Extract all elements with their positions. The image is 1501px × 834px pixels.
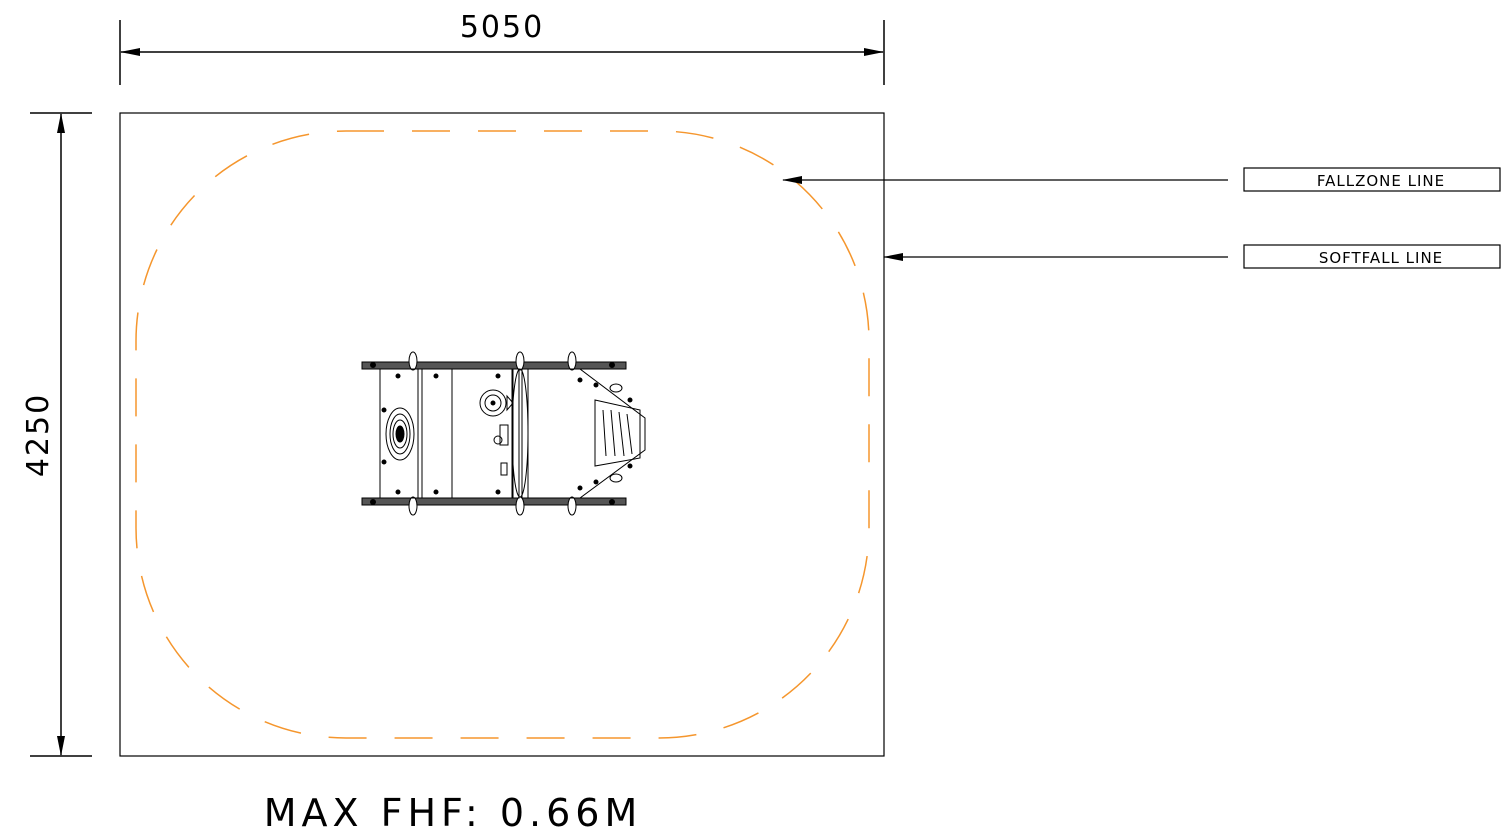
fallzone-label: FALLZONE LINE <box>1317 172 1445 190</box>
right-panel <box>528 368 646 499</box>
bottom-rail <box>361 497 627 506</box>
dial-icon <box>479 389 507 417</box>
softfall-label-box <box>1243 244 1501 269</box>
divider-bars <box>511 368 529 499</box>
rail-clamps <box>370 351 615 516</box>
height-dimension: 4250 <box>21 112 92 757</box>
softfall-callout: SOFTFALL LINE <box>883 244 1501 269</box>
top-rail <box>361 361 627 370</box>
height-label: 4250 <box>21 393 56 477</box>
softfall-boundary <box>119 112 885 757</box>
softfall-label: SOFTFALL LINE <box>1319 249 1443 267</box>
fallzone-callout: FALLZONE LINE <box>782 167 1501 192</box>
equipment-plan <box>361 351 646 516</box>
width-label: 5050 <box>460 10 544 45</box>
width-dimension: 5050 <box>119 10 885 85</box>
max-fhf-label: MAX FHF: 0.66M <box>264 791 643 834</box>
left-panel <box>379 368 453 499</box>
middle-panel <box>451 368 514 499</box>
slat-lines <box>602 409 633 457</box>
fallzone-label-box <box>1243 167 1501 192</box>
fallzone-boundary <box>135 130 870 739</box>
